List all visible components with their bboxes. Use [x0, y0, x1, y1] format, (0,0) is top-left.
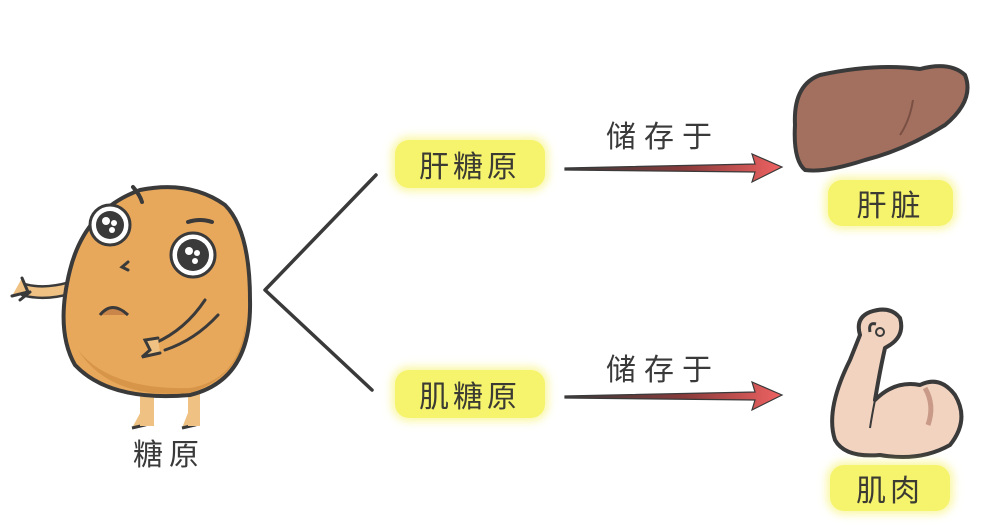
liver-label: 肝脏 [828, 180, 953, 226]
flexed-arm-icon [830, 307, 964, 459]
muscle-label: 肌肉 [830, 465, 950, 511]
glycogen-mascot-icon [10, 185, 253, 430]
arrow-to-muscle-icon [564, 380, 784, 412]
stored-in-label-top: 储存于 [606, 120, 720, 155]
stored-in-label-bottom: 储存于 [606, 353, 720, 388]
arrow-to-liver-icon [564, 152, 784, 184]
liver-icon [792, 64, 970, 173]
glycogen-label: 糖原 [133, 438, 205, 473]
liver-glycogen-label: 肝糖原 [395, 140, 545, 188]
muscle-glycogen-label: 肌糖原 [395, 370, 545, 418]
